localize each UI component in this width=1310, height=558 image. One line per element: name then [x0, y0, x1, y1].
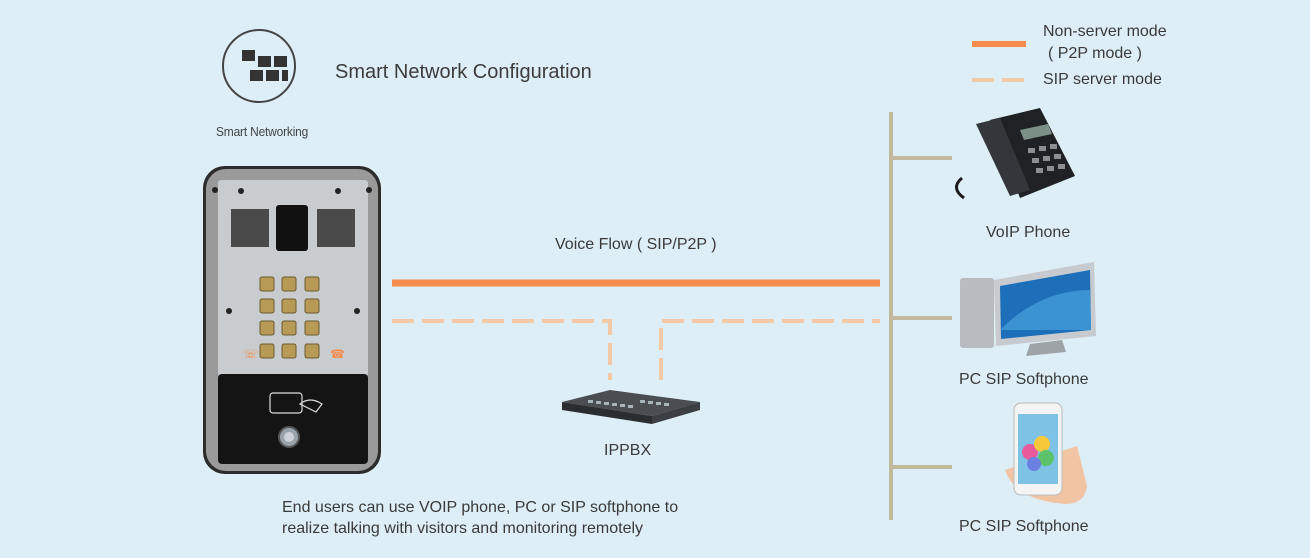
voip-phone-label: VoIP Phone	[986, 224, 1071, 241]
ippbx-label: IPPBX	[604, 442, 652, 459]
page-title: Smart Network Configuration	[335, 61, 592, 83]
desktop-computer-icon	[960, 262, 1096, 356]
legend-solid-sublabel: ( P2P mode )	[1048, 45, 1142, 62]
legend-solid-label: Non-server mode	[1043, 23, 1167, 40]
footer-note-line-2: realize talking with visitors and monito…	[282, 520, 644, 537]
pc-softphone-label: PC SIP Softphone	[959, 371, 1089, 388]
mobile-softphone-label: PC SIP Softphone	[959, 518, 1089, 535]
smart-network-logo-icon	[222, 29, 296, 103]
door-intercom-icon: ☏ ☎	[203, 166, 381, 474]
ippbx-icon	[562, 390, 700, 424]
svg-text:☏: ☏	[243, 347, 258, 361]
smartphone-icon	[1005, 402, 1087, 504]
desk-phone-icon	[955, 108, 1075, 200]
legend-dashed-label: SIP server mode	[1043, 71, 1162, 88]
network-bus	[889, 112, 952, 520]
sip-server-path	[392, 319, 880, 380]
svg-text:☎: ☎	[330, 347, 345, 361]
footer-note-line-1: End users can use VOIP phone, PC or SIP …	[282, 499, 679, 516]
voice-flow-label: Voice Flow ( SIP/P2P )	[555, 236, 717, 253]
logo-caption: Smart Networking	[216, 124, 309, 139]
